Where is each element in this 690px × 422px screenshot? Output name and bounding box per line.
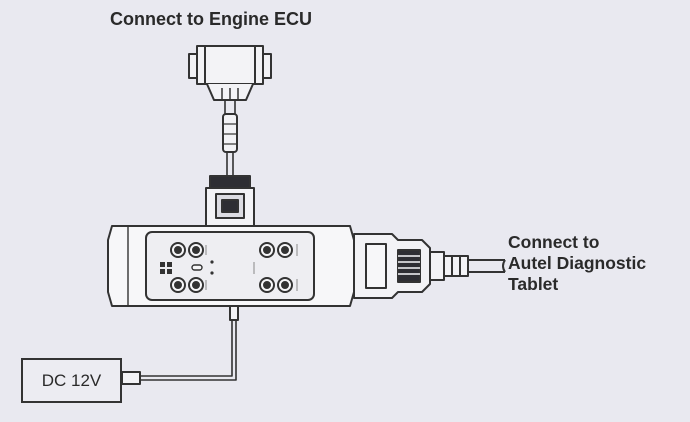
tablet-label-line: Autel Diagnostic — [508, 253, 647, 273]
port-group-right — [253, 242, 298, 293]
dc-power-source: DC 12V — [21, 358, 122, 403]
power-cable — [121, 305, 239, 385]
port-group-left — [170, 242, 204, 293]
status-indicators — [160, 245, 214, 290]
adapter-device — [107, 225, 355, 307]
dc-power-label: DC 12V — [41, 370, 102, 390]
ecu-connector — [188, 45, 272, 101]
tablet-cable — [468, 259, 506, 273]
ecu-cable — [222, 100, 238, 176]
tablet-plug — [353, 233, 469, 299]
tablet-label-line: Connect to — [508, 232, 600, 252]
ecu-connection-label: Connect to Engine ECU — [110, 9, 312, 29]
tablet-label-line: Tablet — [508, 274, 559, 294]
db-connector — [205, 175, 255, 227]
tablet-connection-label: Connect to Autel Diagnostic Tablet — [508, 232, 646, 295]
